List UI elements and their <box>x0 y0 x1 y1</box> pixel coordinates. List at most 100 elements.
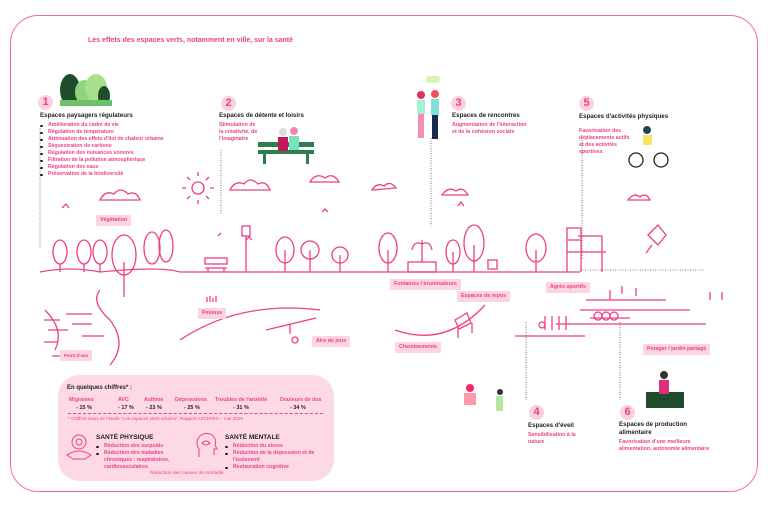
body-icon <box>66 434 92 460</box>
sport-equipment-icon <box>566 227 606 272</box>
list-item: Réduction de la dépression et de l'isole… <box>225 450 315 464</box>
mortality-reduction: Réduction des causes de mortalité <box>150 471 224 476</box>
desc-line: Favorisation des <box>579 128 622 134</box>
bench-people-image <box>258 127 314 164</box>
cloud-icon <box>98 175 652 201</box>
mental-health-title: SANTÉ MENTALE <box>225 434 280 441</box>
section-number: 3 <box>451 96 466 111</box>
page-frame <box>10 15 758 492</box>
stat-label: Dépressions <box>175 397 207 403</box>
section-number: 2 <box>221 96 236 111</box>
section-number: 1 <box>38 95 53 110</box>
section-heading: Espaces d'activités physiques <box>579 113 669 120</box>
regulating-benefits-list: Amélioration du cadre de vie Régulation … <box>40 122 164 178</box>
label-espaces-repos: Espaces de repos <box>457 291 511 302</box>
label-potager: Potager / jardin partagé <box>643 344 711 355</box>
sun-icon <box>182 172 214 204</box>
forest-image <box>60 74 112 106</box>
stat-value: - 17 % <box>118 405 134 411</box>
label-aire-jeux: Aire de jeux <box>312 336 351 347</box>
stats-arrow-line <box>68 413 323 414</box>
list-item: Régulation des nuisances sonores <box>40 150 164 157</box>
desc-line: et de la cohésion sociale <box>452 129 515 135</box>
bench-icon <box>204 257 228 272</box>
garden-woman-image <box>646 371 684 408</box>
list-item: Séquestration de carbone <box>40 143 164 150</box>
list-item: Régulation de température <box>40 129 164 136</box>
desc-line: déplacements actifs <box>579 135 630 141</box>
seesaw-icon <box>265 317 317 344</box>
desc-line: Sensibilisation à la <box>528 432 576 438</box>
heading-line: alimentaire <box>619 429 652 436</box>
desc-line: l'imaginaire <box>219 136 249 142</box>
desc-line: sportives <box>579 149 603 155</box>
list-item: Filtration de la pollution atmosphérique <box>40 157 164 164</box>
path-icon <box>179 304 486 341</box>
stats-panel: En quelques chiffres* : Migraines - 15 %… <box>58 375 334 481</box>
mental-health-list: Réduction du stress Réduction de la dépr… <box>225 443 315 471</box>
label-fontaines: Fontaines / brumisateurs <box>390 279 461 290</box>
section-number: 5 <box>579 96 594 111</box>
section-heading: Espaces d'éveil <box>528 422 574 429</box>
grass-icon <box>206 296 217 302</box>
tree-icon <box>52 224 547 297</box>
stat-value: - 25 % <box>184 405 200 411</box>
list-item: Réduction des surpoids <box>96 443 186 450</box>
label-point-eau: Point d'eau <box>60 350 93 361</box>
physical-health-title: SANTÉ PHYSIQUE <box>96 434 154 441</box>
list-item: Préservation de la biodiversité <box>40 171 164 178</box>
bin-icon <box>487 259 498 270</box>
kite-icon <box>645 224 667 254</box>
stat-label: AVC <box>118 397 129 403</box>
desc-line: la créativité, de <box>219 129 258 135</box>
bird-icon <box>61 200 465 241</box>
stats-note: * Chiffres issus de l'étude "Les espaces… <box>68 416 243 421</box>
desc-line: Favorisation d'une meilleure <box>619 439 691 445</box>
desc-line: alimentation, autonomie alimentaire <box>619 446 710 452</box>
label-cheminements: Cheminements <box>395 342 441 353</box>
label-vegetation: Végétation <box>96 215 132 226</box>
desc-line: et des activités <box>579 142 617 148</box>
head-lotus-icon <box>196 432 218 457</box>
garden-icon <box>515 286 723 337</box>
list-item: Restauration cognitive <box>225 464 315 471</box>
section-heading: Espaces paysagers régulateurs <box>40 112 133 119</box>
list-item: Amélioration du cadre de vie <box>40 122 164 129</box>
stat-label: Asthme <box>144 397 164 403</box>
list-item: Réduction des maladies chroniques : resp… <box>96 450 186 471</box>
label-agres: Agrès sportifs <box>546 282 590 293</box>
page-title: Les effets des espaces verts, notamment … <box>88 37 294 44</box>
stat-label: Migraines <box>69 397 94 403</box>
list-item: Réduction du stress <box>225 443 315 450</box>
desc-line: Augmentation de l'interaction <box>452 122 527 128</box>
list-item: Atténuation des effets d'îlot de chaleur… <box>40 136 164 143</box>
stat-label: Douleurs de dos <box>280 397 322 403</box>
section-number: 4 <box>529 405 544 420</box>
people-talking-image <box>417 76 440 139</box>
lamp-post-icon <box>241 225 251 272</box>
cyclist-image <box>628 126 669 168</box>
stats-title: En quelques chiffres* : <box>67 385 133 391</box>
list-item: Régulation des eaux <box>40 164 164 171</box>
child-image <box>464 384 503 411</box>
desc-line: nature <box>528 439 545 445</box>
section-heading: Espaces de rencontres <box>452 112 520 119</box>
section-number: 6 <box>620 405 635 420</box>
stat-value: - 34 % <box>290 405 306 411</box>
stat-value: - 15 % <box>76 405 92 411</box>
stat-label: Troubles de l'anxiété <box>215 397 268 403</box>
bench-rest-icon <box>454 312 473 338</box>
section-heading: Espaces de détente et loisirs <box>219 112 304 119</box>
label-pelouse: Pelouse <box>198 308 227 319</box>
heading-line: Espaces de production <box>619 421 688 428</box>
stat-value: - 31 % <box>233 405 249 411</box>
desc-line: Stimulation de <box>219 122 256 128</box>
fountain-icon <box>407 240 437 273</box>
